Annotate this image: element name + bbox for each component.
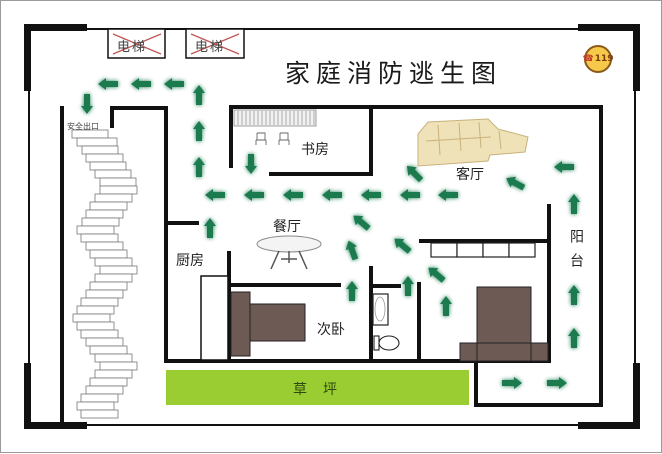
kitchen-counter — [200, 275, 229, 361]
corner-brackets — [24, 24, 640, 429]
phone-icon: ☎ — [582, 54, 594, 64]
safety-exit-label: 安全出口 — [67, 122, 99, 131]
toilet-icon — [373, 335, 400, 351]
lawn-area — [166, 370, 469, 405]
desk-chair-icon — [255, 132, 290, 145]
outer-frame — [28, 28, 636, 426]
elevator-crosses — [112, 33, 240, 55]
sofa-icon — [417, 118, 529, 167]
walls — [60, 105, 603, 423]
bookshelf-icon — [233, 109, 317, 127]
stairs-icon — [71, 129, 138, 419]
emergency-number: 119 — [594, 54, 614, 64]
lawn-label: 草坪 — [293, 382, 353, 398]
bathtub-icon — [372, 293, 389, 326]
page-title: 家庭消防逃生图 — [285, 59, 503, 88]
bed-icon — [230, 291, 306, 357]
room-label-kitchen: 厨房 — [176, 253, 204, 269]
elevator-label-2: 电梯 — [195, 40, 226, 55]
emergency-119-badge: ☎ 119 — [582, 45, 614, 73]
room-label-study: 书房 — [301, 142, 329, 158]
room-label-dining-room: 餐厅 — [273, 219, 301, 235]
master-bed-icon — [459, 286, 549, 362]
room-label-living-room: 客厅 — [456, 167, 484, 183]
room-label-balcony: 阳台 — [568, 229, 584, 277]
master-bedroom-windows — [430, 242, 536, 258]
dining-table-icon — [256, 235, 322, 270]
room-label-second-bedroom: 次卧 — [317, 322, 345, 338]
elevator-label-1: 电梯 — [117, 40, 148, 55]
